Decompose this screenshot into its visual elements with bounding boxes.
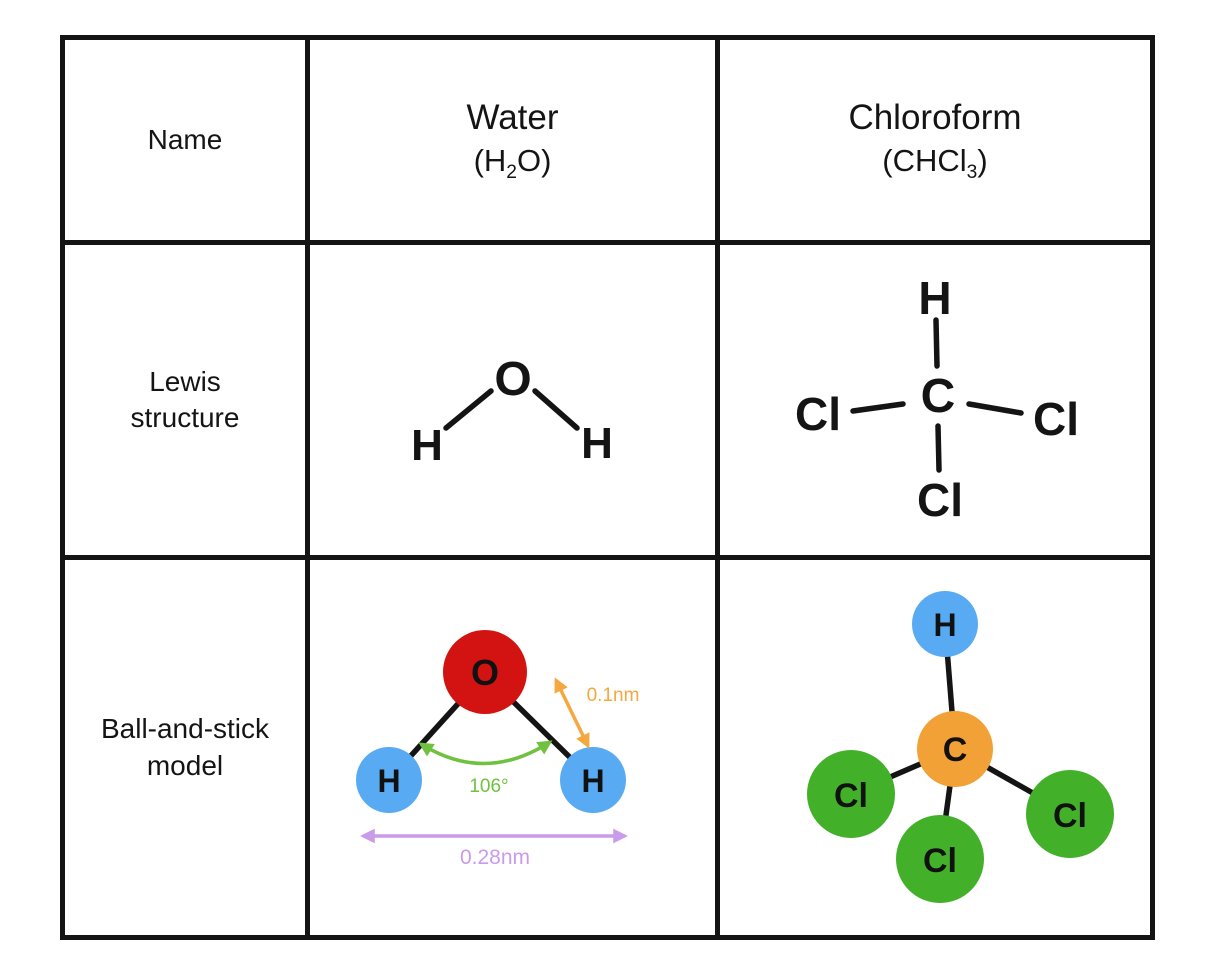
chloroform-lewis-chlorine-left-label: Cl <box>795 388 841 440</box>
chloroform-hydrogen-ball-label: H <box>933 607 956 643</box>
chloroform-carbon-ball-label: C <box>942 731 967 769</box>
row-label-lewis-line1: Lewis <box>149 365 221 397</box>
chloroform-chlorine-ball-left <box>806 749 895 838</box>
water-lewis-hydrogen-right-label: H <box>581 419 613 468</box>
lewis-row: Lewis structure O H H C H Cl Cl C <box>60 240 1155 560</box>
water-formula-pre: (H <box>473 143 507 179</box>
water-lewis-bond-left <box>442 387 494 431</box>
water-formula-post: O) <box>516 143 552 179</box>
bond-length-arrow <box>553 676 590 749</box>
hydrogen-ball-left-label: H <box>377 763 400 799</box>
chloroform-lewis-bond-right <box>965 400 1024 416</box>
water-lewis-hydrogen-left-label: H <box>411 421 443 470</box>
bond-angle-label: 106° <box>469 776 508 797</box>
row-label-ball-stick-line2: model <box>146 749 224 781</box>
row-label-ball-stick-cell: Ball-and-stick model <box>60 555 310 940</box>
chloroform-ball-stick-cell: H C Cl Cl Cl <box>715 555 1155 940</box>
chloroform-chlorine-ball-bottom-label: Cl <box>923 842 957 880</box>
water-name-cell: Water (H2O) <box>305 35 720 245</box>
chloroform-formula-post: ) <box>977 143 988 179</box>
hydrogen-ball-right-label: H <box>581 763 604 799</box>
water-lewis-cell: O H H <box>305 240 720 560</box>
hydrogen-ball-right <box>559 746 626 813</box>
row-label-ball-stick-line1: Ball-and-stick <box>100 713 270 745</box>
chloroform-formula-pre: (CHCl <box>882 143 967 179</box>
chloroform-formula: (CHCl3) <box>720 143 1150 184</box>
row-label-lewis-line2: structure <box>130 402 240 433</box>
water-formula: (H2O) <box>310 143 715 184</box>
chloroform-lewis-chlorine-bottom-label: Cl <box>917 474 963 526</box>
chloroform-hydrogen-ball <box>911 590 978 657</box>
h-distance-label: 0.28nm <box>459 846 529 869</box>
chloroform-lewis-cell: C H Cl Cl Cl <box>715 240 1155 560</box>
oxygen-ball-label: O <box>470 652 498 693</box>
oxygen-ball <box>442 629 527 714</box>
row-label-name: Name <box>147 123 223 155</box>
chloroform-chlorine-ball-right <box>1025 769 1114 858</box>
ball-stick-row: Ball-and-stick model <box>60 555 1155 940</box>
water-lewis-oxygen-label: O <box>494 353 531 406</box>
chloroform-lewis-structure: C H Cl Cl Cl <box>795 272 1079 526</box>
chloroform-chlorine-ball-right-label: Cl <box>1053 797 1087 835</box>
row-label-lewis-cell: Lewis structure <box>60 240 310 560</box>
chemistry-comparison-table: Name Water (H2O) Chloroform (CHCl3) Lewi… <box>60 35 1155 940</box>
chloroform-lewis-bond-left <box>849 400 906 414</box>
chloroform-name-cell: Chloroform (CHCl3) <box>715 35 1155 245</box>
chloroform-title: Chloroform <box>848 97 1022 137</box>
chloroform-chlorine-ball-left-label: Cl <box>834 777 868 815</box>
water-ball-stick-model: O H H 0.1nm 106° 0.28nm <box>355 629 639 869</box>
chloroform-lewis-hydrogen-label: H <box>918 272 951 324</box>
chloroform-lewis-carbon-label: C <box>920 370 955 423</box>
water-ball-stick-cell: O H H 0.1nm 106° 0.28nm <box>305 555 720 940</box>
chloroform-formula-sub: 3 <box>966 162 978 184</box>
water-lewis-bond-right <box>531 387 580 431</box>
name-row: Name Water (H2O) Chloroform (CHCl3) <box>60 35 1155 245</box>
bond-angle-arc <box>418 739 552 765</box>
hydrogen-ball-left <box>355 746 422 813</box>
row-label-name-cell: Name <box>60 35 310 245</box>
chloroform-lewis-bond-bottom <box>934 422 942 473</box>
water-title: Water <box>466 97 559 137</box>
bond-length-label: 0.1nm <box>586 685 639 706</box>
chloroform-chlorine-ball-bottom <box>895 814 984 903</box>
chloroform-carbon-ball <box>916 710 993 787</box>
chloroform-lewis-chlorine-right-label: Cl <box>1033 393 1079 445</box>
water-lewis-structure: O H H <box>411 353 613 470</box>
chloroform-lewis-bond-top <box>932 316 940 369</box>
chloroform-ball-stick-model: H C Cl Cl Cl <box>806 590 1114 903</box>
water-formula-sub: 2 <box>506 162 517 184</box>
